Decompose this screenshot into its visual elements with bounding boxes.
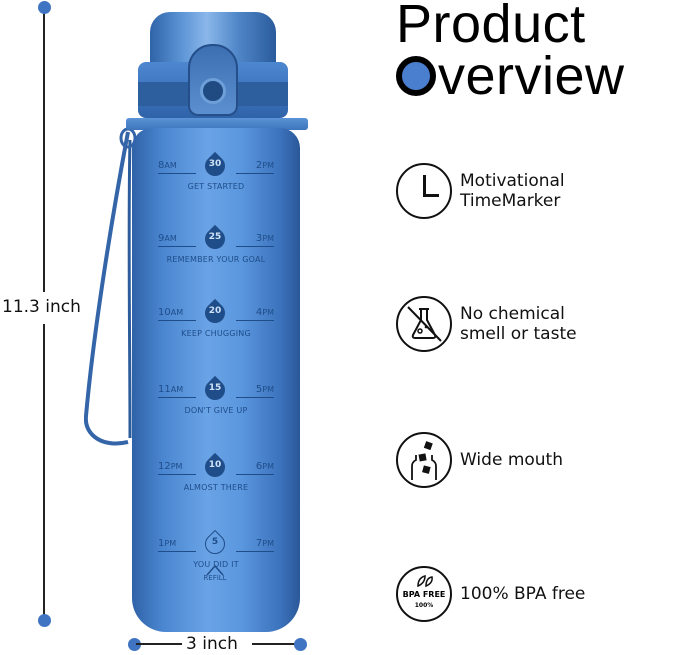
- time-marker-3: 10AM 20 4PM KEEP CHUGGING: [158, 298, 274, 347]
- feature-label: Wide mouth: [460, 450, 563, 470]
- width-left-dot: [128, 638, 141, 651]
- feature-label: smell or taste: [460, 324, 577, 344]
- badge-sub-text: 100%: [414, 602, 434, 609]
- bottle-collar: [126, 118, 308, 130]
- time-marker-5: 12PM 10 6PM ALMOST THERE: [158, 452, 274, 501]
- feature-label: 100% BPA free: [460, 584, 586, 604]
- bpa-free-badge-icon: BPA FREE 100%: [396, 566, 452, 622]
- title-line-2: verview: [396, 49, 625, 103]
- height-bottom-dot: [38, 614, 51, 627]
- refill-label: REFILL: [203, 574, 227, 582]
- time-marker-1: 8AM 30 2PM GET STARTED: [158, 151, 274, 200]
- feature-wide-mouth: Wide mouth: [396, 432, 563, 488]
- clock-icon: [396, 163, 452, 219]
- carry-strap: [84, 127, 136, 446]
- time-marker-4: 11AM 15 5PM DON'T GIVE UP: [158, 375, 274, 424]
- page-title: Product verview: [396, 0, 625, 103]
- feature-label: No chemical: [460, 304, 565, 324]
- badge-main-text: BPA FREE: [402, 590, 446, 599]
- height-top-dot: [38, 1, 51, 14]
- lid-release-button: [200, 78, 226, 104]
- feature-label: TimeMarker: [460, 191, 561, 211]
- time-marker-2: 9AM 25 3PM REMEMBER YOUR GOAL: [158, 224, 274, 273]
- refill-arrow-icon: [206, 564, 224, 576]
- width-label: 3 inch: [186, 634, 238, 654]
- wide-mouth-icon: [396, 432, 452, 488]
- feature-bpa-free: BPA FREE 100% 100% BPA free: [396, 566, 585, 622]
- title-line-1: Product: [396, 0, 586, 54]
- width-line-right: [252, 643, 296, 645]
- height-line-gap: [38, 292, 52, 324]
- blue-o-circle-icon: [396, 56, 436, 96]
- feature-label: Motivational: [460, 171, 565, 191]
- height-label: 11.3 inch: [2, 297, 81, 317]
- time-marker-6: 1PM 5 7PM YOU DID IT: [158, 529, 274, 578]
- width-right-dot: [294, 638, 307, 651]
- width-line-left: [136, 643, 182, 645]
- no-chemical-flask-icon: [396, 296, 452, 352]
